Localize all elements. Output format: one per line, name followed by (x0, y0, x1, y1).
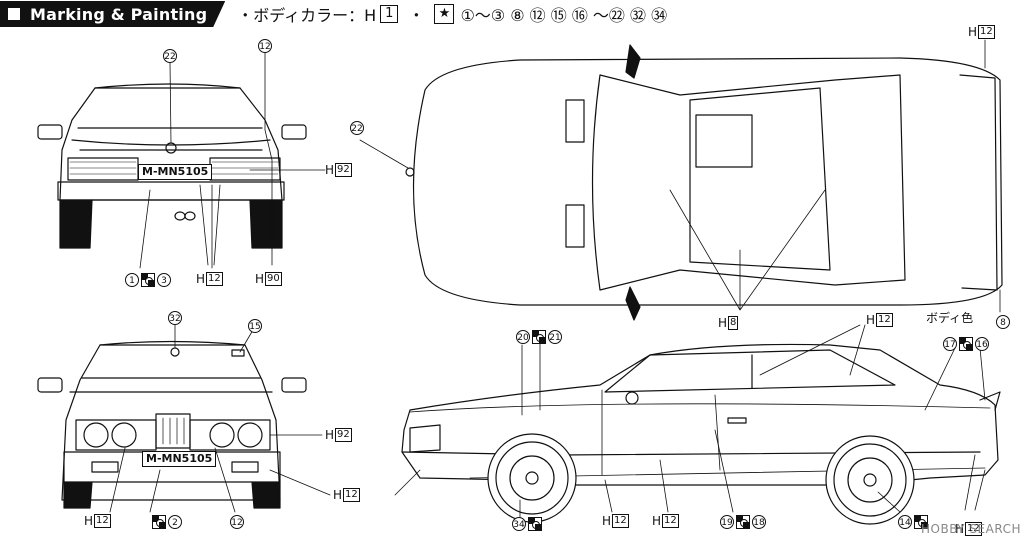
watermark: HOBBY SEARCH (921, 522, 1021, 536)
side-front-wheel (487, 433, 577, 523)
front-tire-left (63, 481, 93, 509)
side-headlight (409, 424, 441, 453)
star-icon: ★ (434, 4, 455, 24)
top-view (359, 39, 1003, 321)
callout-34: 34 (512, 516, 544, 531)
rear-taillight-left (67, 157, 139, 181)
rear-taillight-right (209, 157, 281, 181)
front-mirror-right (281, 377, 307, 393)
side-mirror (625, 391, 639, 405)
page-title: Marking & Painting (30, 4, 208, 24)
front-headlights-left (75, 419, 157, 451)
body-color-spec: ・ボディカラー：H 1 ・ ★ ①～③ ⑧ ⑫ ⑮ ⑯ ～㉒ ㉜ ㉞ (237, 2, 667, 26)
callout-22-rear: 22 (163, 48, 177, 63)
front-headlights-right (189, 419, 271, 451)
rear-license-plate: M-MN5105 (138, 164, 213, 180)
front-kidney-grille (155, 413, 191, 449)
callout-22-top: 22 (350, 120, 364, 135)
top-body-outline (412, 57, 1003, 306)
rear-mirror-right (281, 124, 307, 140)
star-parts-list: ①～③ ⑧ ⑫ ⑮ ⑯ ～㉒ ㉜ ㉞ (460, 6, 668, 25)
rear-mirror-left (37, 124, 63, 140)
callout-8: 8 (996, 314, 1010, 329)
front-mirror-left (37, 377, 63, 393)
callout-2: 2 (150, 514, 182, 529)
body-color-note: ボディ色 (926, 311, 974, 325)
rear-bumper (57, 181, 285, 201)
body-color-label: ・ボディカラー：H (237, 6, 377, 25)
callout-32: 32 (168, 310, 182, 325)
front-license-plate: M-MN5105 (142, 451, 217, 467)
side-rear-wheel (825, 435, 915, 525)
rear-body-outline (59, 87, 283, 201)
top-glasshouse (591, 74, 906, 291)
front-view (37, 324, 331, 513)
front-tire-right (251, 481, 281, 509)
header: Marking & Painting ・ボディカラー：H 1 ・ ★ ①～③ ⑧… (0, 0, 667, 28)
rear-tire-right (249, 199, 283, 249)
callout-14: 14 (898, 514, 930, 529)
header-title-box: Marking & Painting (0, 1, 225, 27)
top-sunroof (695, 114, 753, 168)
separator: ・ (408, 6, 425, 25)
rear-tire-left (59, 199, 93, 249)
callout-15: 15 (248, 318, 262, 333)
side-body-outline (401, 343, 999, 486)
side-view (394, 324, 1001, 525)
side-windows (604, 349, 896, 393)
body-color-code: 1 (380, 5, 399, 23)
square-icon (8, 8, 20, 20)
callout-12-front: 12 (230, 514, 244, 529)
callout-12-rear: 12 (258, 38, 272, 53)
rear-view (37, 51, 326, 269)
